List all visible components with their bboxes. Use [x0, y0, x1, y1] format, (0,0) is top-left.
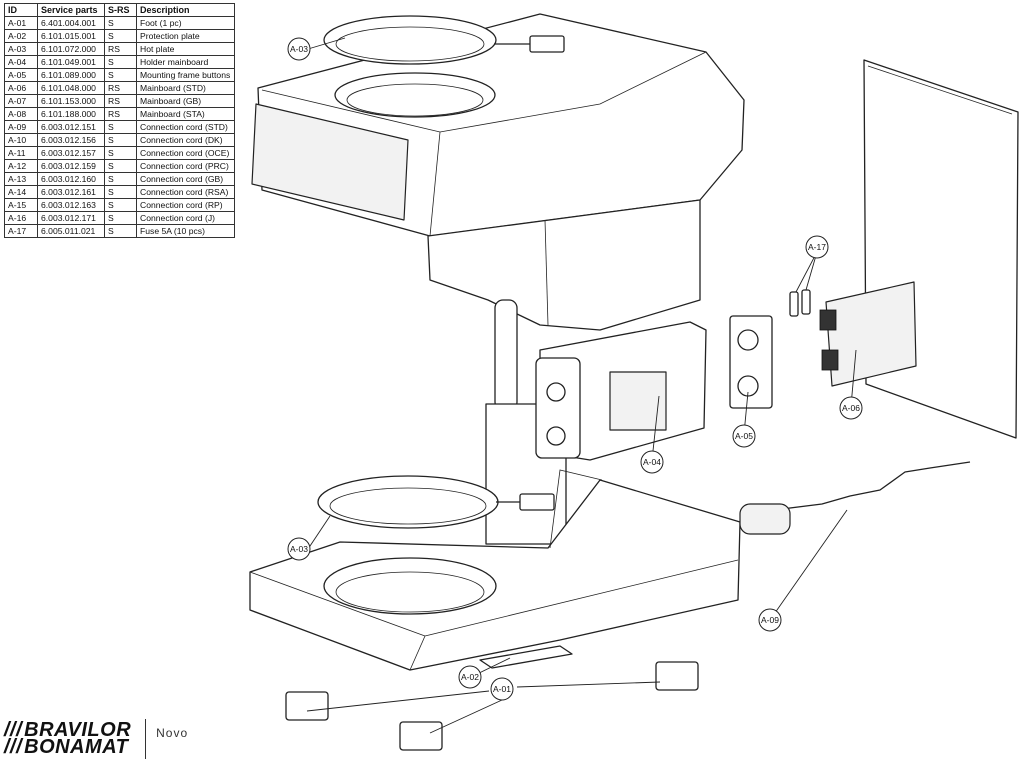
brand-logo-line2: BONAMAT [24, 736, 129, 758]
foot-left [285, 691, 329, 721]
back-panel [863, 59, 1019, 439]
svg-text:A-01: A-01 [493, 684, 511, 694]
cell-service-part: 6.005.011.021 [37, 224, 105, 238]
fuse-1 [789, 291, 799, 317]
brand-logo-line1: BRAVILOR [24, 719, 132, 741]
brand-footer: ///BRAVILOR ///BONAMAT Novo [4, 719, 188, 759]
callout-a03-bottom: A-03 [287, 537, 311, 561]
svg-text:A-05: A-05 [735, 431, 753, 441]
svg-text:A-06: A-06 [842, 403, 860, 413]
hot-plate-top [323, 15, 497, 65]
callout-a04: A-04 [640, 450, 664, 474]
base-opening [323, 557, 497, 615]
base [249, 479, 741, 671]
column [427, 199, 701, 331]
top-opening [334, 72, 496, 118]
svg-text:A-09: A-09 [761, 615, 779, 625]
callout-a09: A-09 [758, 608, 782, 632]
brand-divider [145, 719, 147, 759]
cell-description: Fuse 5A (10 pcs) [136, 224, 235, 238]
svg-text:A-04: A-04 [643, 457, 661, 467]
protection-plate [479, 645, 573, 669]
front-panel [251, 103, 409, 221]
model-name: Novo [156, 726, 189, 740]
fuse-2 [801, 289, 811, 315]
cell-s-rs: S [104, 224, 137, 238]
callout-a05: A-05 [732, 424, 756, 448]
foot-right [655, 661, 699, 691]
svg-text:A-17: A-17 [808, 242, 826, 252]
svg-text:A-03: A-03 [290, 44, 308, 54]
brand-logo: ///BRAVILOR ///BONAMAT [4, 719, 132, 758]
callout-a01: A-01 [490, 677, 514, 701]
cell-description: Connection cord (RP) [136, 198, 235, 212]
svg-text:A-03: A-03 [290, 544, 308, 554]
connection-cord [741, 461, 971, 515]
callout-a03-top: A-03 [287, 37, 311, 61]
hot-plate-bottom [317, 475, 499, 529]
callout-a17: A-17 [805, 235, 829, 259]
callout-a06: A-06 [839, 396, 863, 420]
callout-a02: A-02 [458, 665, 482, 689]
svg-text:A-02: A-02 [461, 672, 479, 682]
foot-center [399, 721, 443, 751]
